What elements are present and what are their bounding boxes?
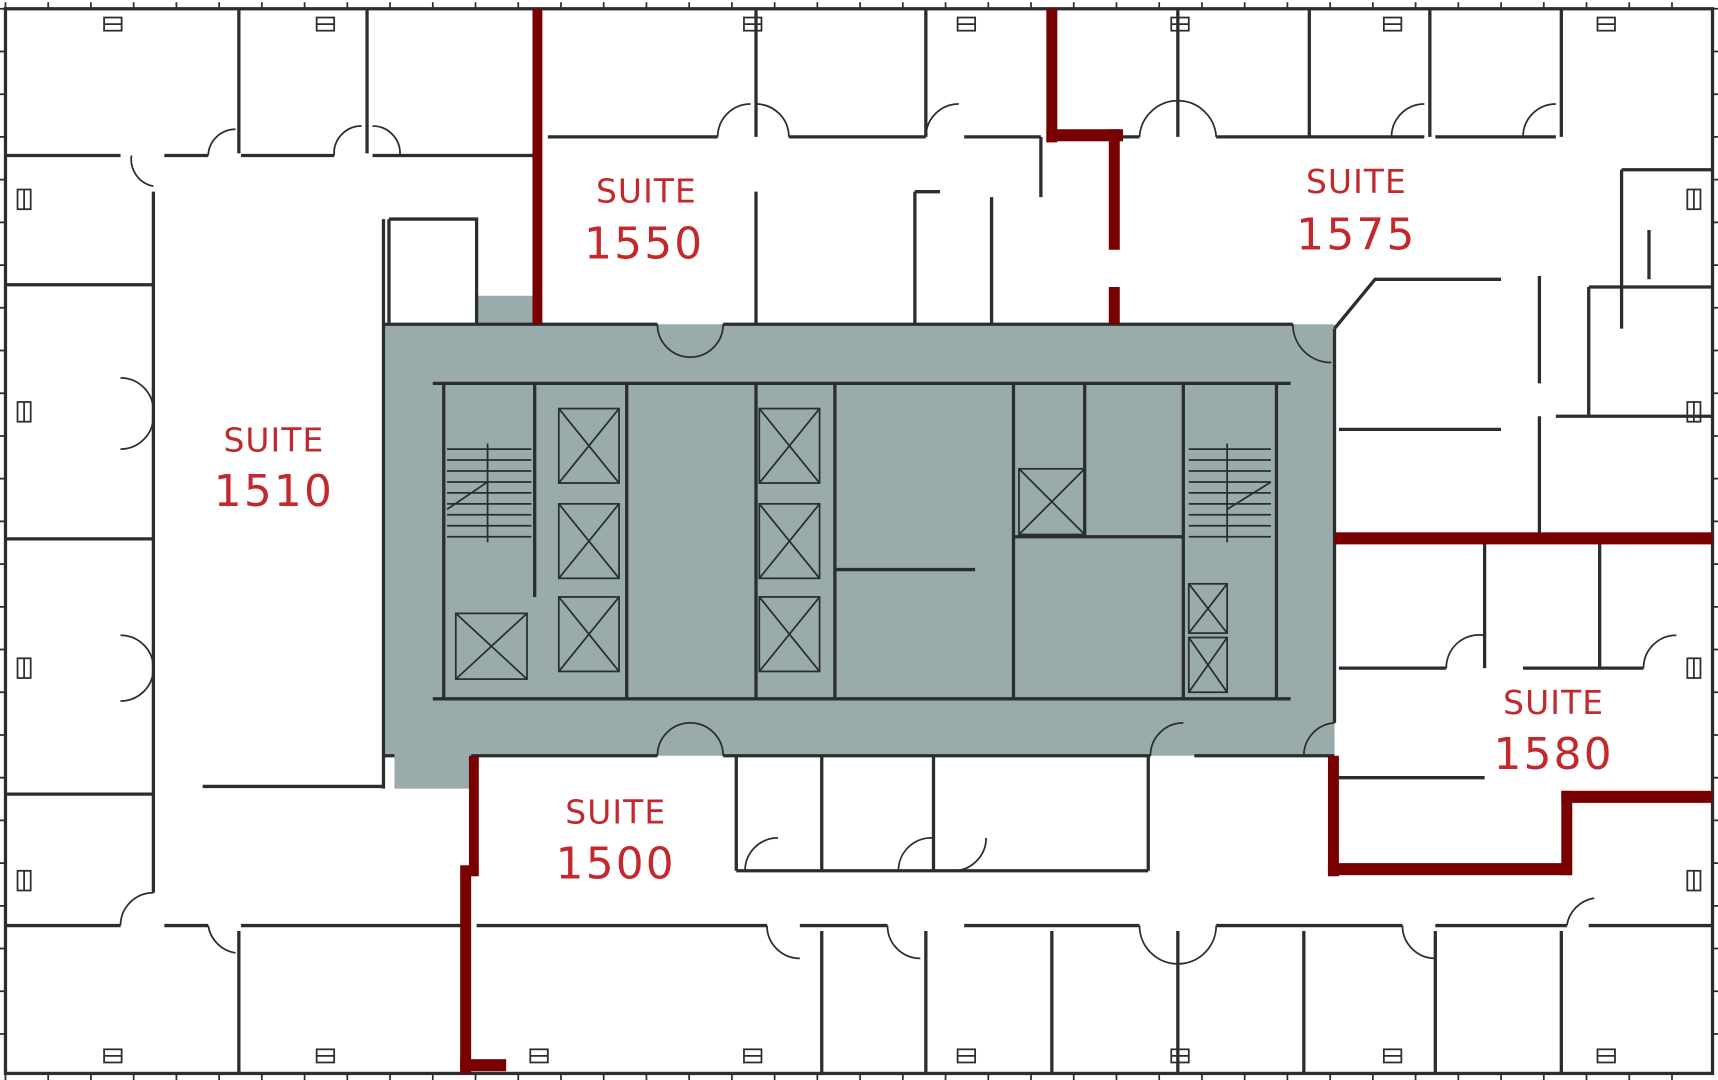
suite-word: SUITE — [596, 172, 697, 211]
window-unit-icon — [16, 869, 32, 892]
window-unit-icon — [1170, 16, 1190, 32]
window-unit-icon — [529, 1048, 549, 1064]
window-unit-icon — [1686, 657, 1702, 679]
suite-1510-label[interactable]: SUITE 1510 — [214, 420, 334, 517]
window-unit-icon — [103, 1048, 123, 1064]
suite-1575-label[interactable]: SUITE 1575 — [1296, 162, 1416, 261]
window-unit-icon — [1596, 1048, 1616, 1064]
core-interior — [432, 381, 1291, 701]
window-unit-icon — [1382, 1048, 1403, 1064]
window-unit-icon — [1170, 1048, 1190, 1064]
window-unit-icon — [16, 401, 32, 423]
suite-number: 1575 — [1296, 210, 1416, 261]
suite-word: SUITE — [1503, 683, 1604, 722]
suite-1500-label[interactable]: SUITE 1500 — [556, 793, 676, 890]
stairwells — [446, 443, 1272, 543]
suite-number: 1500 — [556, 838, 676, 889]
window-units — [16, 16, 1702, 1064]
suite-number: 1510 — [214, 466, 334, 517]
window-unit-icon — [315, 16, 336, 32]
suite-word: SUITE — [223, 420, 324, 459]
window-unit-icon — [315, 1048, 336, 1064]
window-unit-icon — [1686, 869, 1702, 892]
window-unit-icon — [956, 16, 977, 32]
window-unit-icon — [743, 16, 763, 32]
suite-1550-label[interactable]: SUITE 1550 — [584, 172, 704, 270]
suite-number: 1580 — [1494, 729, 1614, 780]
suite-number: 1550 — [584, 219, 704, 270]
window-unit-icon — [1686, 188, 1702, 211]
building-core — [381, 219, 1337, 789]
suite-word: SUITE — [565, 793, 666, 832]
window-unit-icon — [1596, 16, 1616, 32]
window-unit-icon — [16, 188, 32, 211]
elevator-shafts — [454, 407, 1229, 694]
window-unit-icon — [1686, 401, 1702, 423]
demising-walls — [460, 8, 1713, 1074]
window-unit-icon — [103, 16, 123, 32]
suite-1580-label[interactable]: SUITE 1580 — [1494, 683, 1614, 780]
interior-walls — [5, 8, 1713, 1074]
suite-word: SUITE — [1306, 162, 1407, 201]
window-unit-icon — [956, 1048, 977, 1064]
window-unit-icon — [16, 657, 32, 679]
window-unit-icon — [743, 1048, 763, 1064]
window-unit-icon — [1382, 16, 1403, 32]
